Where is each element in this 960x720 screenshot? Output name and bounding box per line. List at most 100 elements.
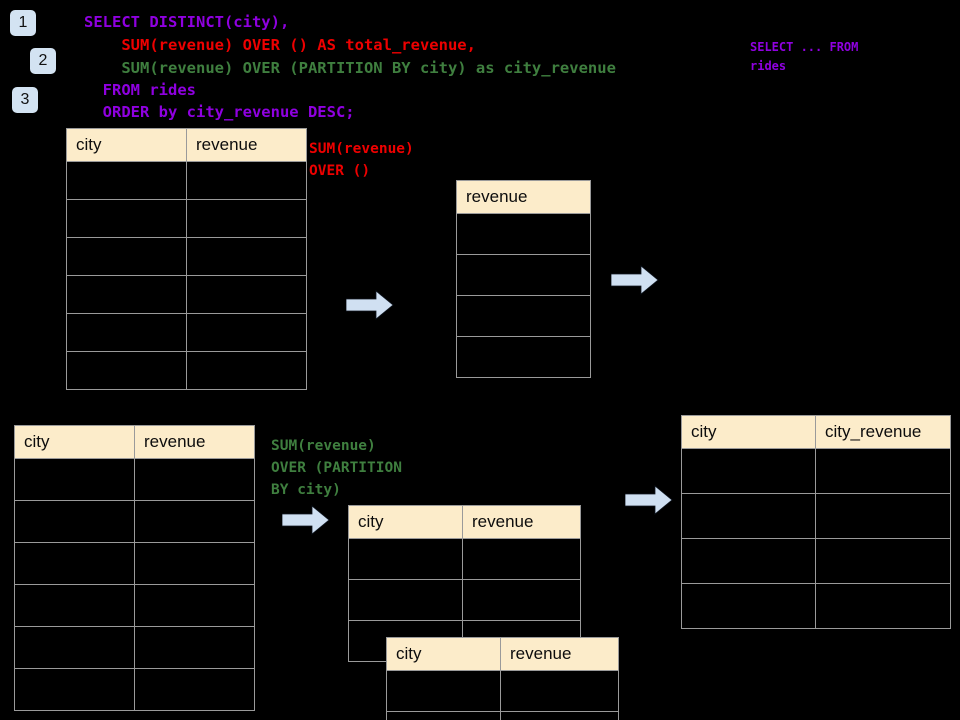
table-header-row: city revenue (386, 637, 619, 671)
table-cell (14, 500, 135, 543)
arrow-source-to-total (346, 290, 394, 320)
table-cell (186, 161, 307, 200)
table-cell (386, 670, 501, 712)
column-header-revenue: revenue (186, 128, 307, 162)
step-badge-3-label: 3 (20, 91, 30, 108)
table-cell (134, 584, 255, 627)
table-cell (462, 538, 581, 580)
table-cell (134, 500, 255, 543)
column-header-city: city (14, 425, 135, 459)
table-row (681, 493, 951, 539)
annotation-city-revenue-line1: SUM(revenue) (271, 438, 376, 454)
table-row (14, 458, 255, 501)
column-header-revenue: revenue (134, 425, 255, 459)
table-cell (66, 199, 187, 238)
table-row (66, 275, 307, 314)
step-badge-1: 1 (10, 10, 36, 36)
table-cell (500, 711, 619, 720)
column-header-revenue: revenue (462, 505, 581, 539)
table-row (386, 670, 619, 712)
table-row (456, 254, 591, 296)
column-header-revenue: revenue (456, 180, 591, 214)
table-cell (386, 711, 501, 720)
annotation-total-revenue-line1: SUM(revenue) (309, 141, 414, 157)
table-cell (681, 538, 816, 584)
table-cell (14, 584, 135, 627)
table-partition-front: city revenue (386, 637, 619, 720)
table-cell (456, 295, 591, 337)
table-cell (134, 458, 255, 501)
table-cell (66, 275, 187, 314)
table-row (66, 351, 307, 390)
table-cell (186, 275, 307, 314)
table-row (681, 448, 951, 494)
side-note-select-from-line1: SELECT ... FROM (750, 40, 859, 54)
table-source-bottom: city revenue (14, 425, 255, 711)
table-cell (66, 351, 187, 390)
table-cell (134, 668, 255, 711)
column-header-revenue: revenue (500, 637, 619, 671)
arrow-partition-to-result (625, 485, 673, 515)
table-cell (815, 538, 951, 584)
arrow-total-to-result (611, 265, 659, 295)
table-body (456, 213, 591, 378)
table-cell (186, 313, 307, 352)
table-cell (456, 213, 591, 255)
step-badge-3: 3 (12, 87, 38, 113)
table-cell (14, 542, 135, 585)
table-row (456, 295, 591, 337)
table-row (456, 213, 591, 255)
table-body (348, 538, 581, 662)
table-row (456, 336, 591, 378)
column-header-city: city (348, 505, 463, 539)
table-cell (186, 199, 307, 238)
table-cell (681, 583, 816, 629)
table-cell (14, 626, 135, 669)
sql-line-from-rides: FROM rides (84, 81, 196, 99)
annotation-city-revenue-line3: BY city) (271, 482, 341, 498)
table-header-row: city revenue (66, 128, 307, 162)
table-cell (14, 458, 135, 501)
arrow-source-to-partition (282, 505, 330, 535)
annotation-city-revenue-line2: OVER (PARTITION (271, 460, 402, 476)
table-cell (815, 448, 951, 494)
table-cell (815, 583, 951, 629)
table-body (681, 448, 951, 629)
table-row (348, 538, 581, 580)
table-header-row: city city_revenue (681, 415, 951, 449)
table-body (66, 161, 307, 390)
table-cell (134, 542, 255, 585)
table-row (14, 500, 255, 543)
sql-line-select-distinct: SELECT DISTINCT(city), (84, 13, 290, 31)
table-row (66, 237, 307, 276)
table-result: city city_revenue (681, 415, 951, 629)
table-cell (186, 237, 307, 276)
step-badge-2: 2 (30, 48, 56, 74)
table-row (348, 579, 581, 621)
annotation-total-revenue-line2: OVER () (309, 163, 371, 179)
table-row (14, 668, 255, 711)
column-header-city: city (386, 637, 501, 671)
table-header-row: city revenue (14, 425, 255, 459)
table-cell (456, 254, 591, 296)
table-cell (500, 670, 619, 712)
sql-line-order-by: ORDER by city_revenue DESC; (84, 103, 355, 121)
column-header-city: city (66, 128, 187, 162)
table-row (14, 626, 255, 669)
table-row (681, 583, 951, 629)
table-cell (681, 448, 816, 494)
table-cell (815, 493, 951, 539)
table-source-top: city revenue (66, 128, 307, 390)
table-cell (456, 336, 591, 378)
table-row (66, 161, 307, 200)
table-partition-back: city revenue (348, 505, 581, 662)
table-cell (681, 493, 816, 539)
table-cell (186, 351, 307, 390)
table-cell (66, 161, 187, 200)
table-row (14, 542, 255, 585)
table-header-row: revenue (456, 180, 591, 214)
table-total-revenue: revenue (456, 180, 591, 378)
table-cell (348, 579, 463, 621)
sql-line-city-revenue: SUM(revenue) OVER (PARTITION BY city) as… (84, 59, 616, 77)
